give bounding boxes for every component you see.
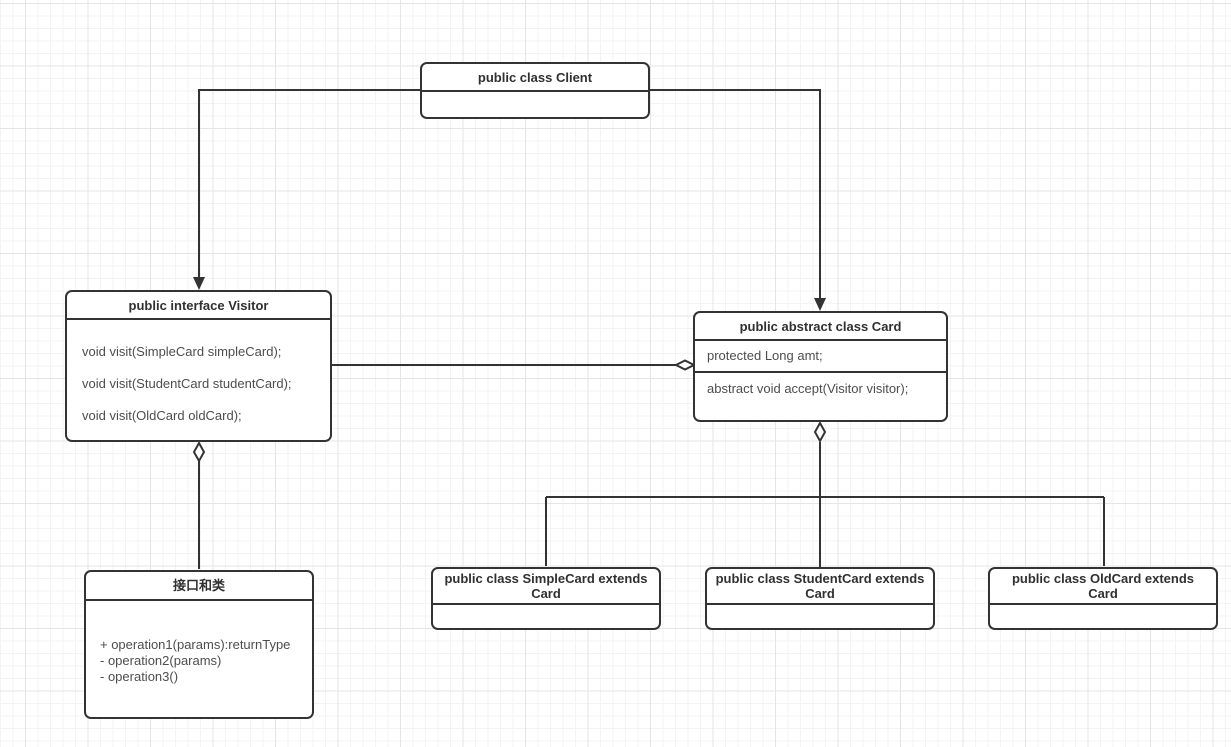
class-node-client[interactable]: public class Client <box>420 62 650 119</box>
operation-text: + operation1(params):returnType <box>100 637 291 652</box>
class-title: public class Client <box>422 64 648 92</box>
class-title: public class OldCard extends Card <box>990 569 1216 605</box>
aggregation-diamond-icon <box>673 359 697 371</box>
arrow-down-icon <box>193 277 205 290</box>
class-title: public interface Visitor <box>67 292 330 320</box>
edge-visitor-to-interface-class[interactable] <box>192 440 206 569</box>
edge-visitor-to-card[interactable] <box>332 359 697 371</box>
class-title: public class StudentCard extends Card <box>707 569 933 605</box>
class-body: + operation1(params):returnType - operat… <box>86 601 312 685</box>
class-title: public abstract class Card <box>695 313 946 341</box>
operation-text: - operation3() <box>100 669 179 684</box>
class-node-interface-and-class[interactable]: 接口和类 + operation1(params):returnType - o… <box>84 570 314 719</box>
method-text: abstract void accept(Visitor visitor); <box>707 381 909 396</box>
class-node-card[interactable]: public abstract class Card protected Lon… <box>693 311 948 422</box>
class-node-student-card[interactable]: public class StudentCard extends Card <box>705 567 935 630</box>
method-text: void visit(SimpleCard simpleCard); <box>82 344 282 359</box>
class-node-visitor[interactable]: public interface Visitor void visit(Simp… <box>65 290 332 442</box>
edge-client-to-card[interactable] <box>650 89 826 311</box>
aggregation-diamond-icon <box>192 440 206 464</box>
operation-text: - operation2(params) <box>100 653 222 668</box>
arrow-down-icon <box>814 298 826 311</box>
class-node-old-card[interactable]: public class OldCard extends Card <box>988 567 1218 630</box>
class-title: 接口和类 <box>86 572 312 601</box>
edge-client-to-visitor[interactable] <box>193 89 420 290</box>
method-text: void visit(OldCard oldCard); <box>82 408 242 423</box>
class-body: void visit(SimpleCard simpleCard); void … <box>67 320 330 432</box>
class-title: public class SimpleCard extends Card <box>433 569 659 605</box>
method-text: void visit(StudentCard studentCard); <box>82 376 292 391</box>
edge-card-to-subclasses[interactable] <box>545 420 1105 567</box>
attribute-text: protected Long amt; <box>695 341 946 373</box>
class-node-simple-card[interactable]: public class SimpleCard extends Card <box>431 567 661 630</box>
aggregation-diamond-icon <box>813 420 827 444</box>
